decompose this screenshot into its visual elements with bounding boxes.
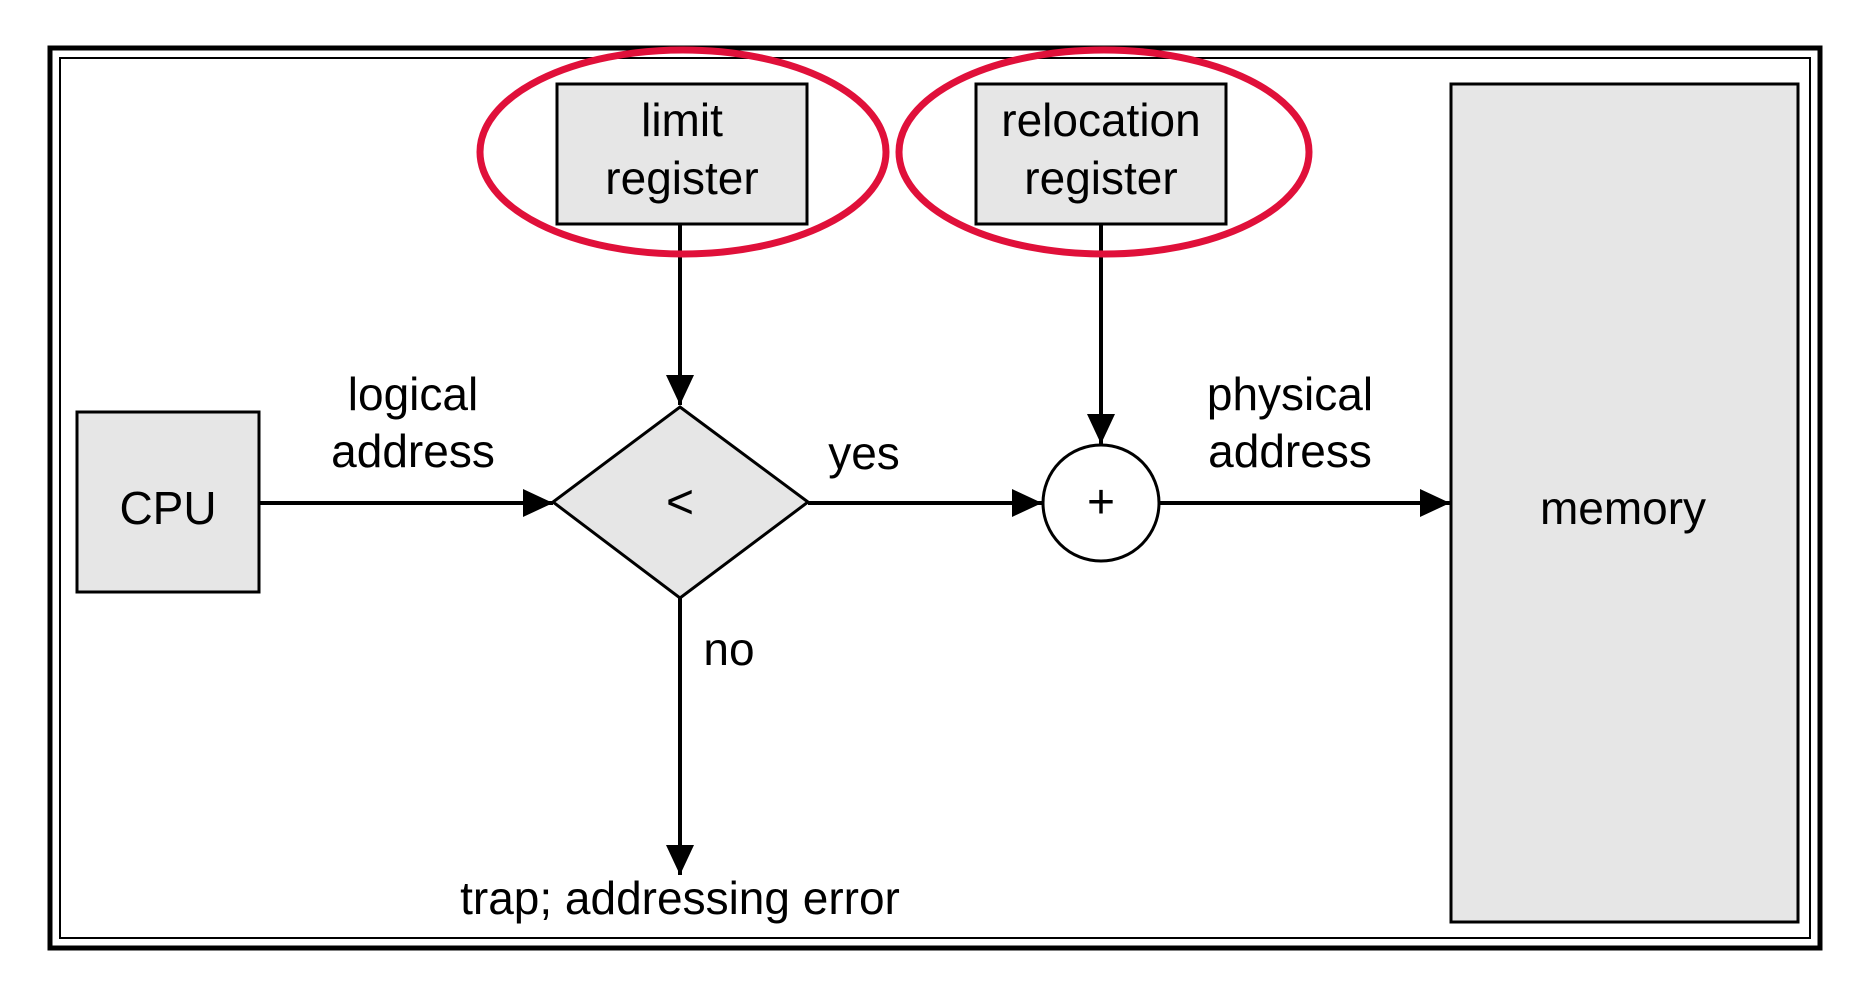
compare-operator: <	[666, 476, 694, 529]
limit-register-box: limit register	[555, 82, 809, 226]
limit-register-label-line1: limit	[641, 94, 723, 146]
relocation-register-label-line1: relocation	[1001, 94, 1200, 146]
relocation-register-box: relocation register	[974, 82, 1228, 226]
limit-register-label-line2: register	[605, 152, 758, 204]
relocation-register-highlight	[895, 46, 1313, 258]
relocation-register-label-line2: register	[1024, 152, 1177, 204]
adder-operator: +	[1087, 476, 1115, 529]
cpu-box: CPU	[75, 410, 261, 594]
yes-label: yes	[828, 427, 900, 479]
cpu-label: CPU	[119, 482, 216, 534]
memory-box: memory	[1449, 82, 1800, 924]
logical-address-label-line2: address	[331, 425, 495, 477]
trap-label: trap; addressing error	[460, 872, 900, 924]
highlight-annotations	[476, 46, 1313, 258]
physical-address-label-line1: physical	[1207, 368, 1373, 420]
logical-address-label-line1: logical	[348, 368, 478, 420]
adder-circle: +	[1041, 443, 1161, 563]
limit-register-highlight	[476, 46, 890, 258]
physical-address-label-line2: address	[1208, 425, 1372, 477]
no-label: no	[703, 623, 754, 675]
memory-label: memory	[1540, 482, 1706, 534]
